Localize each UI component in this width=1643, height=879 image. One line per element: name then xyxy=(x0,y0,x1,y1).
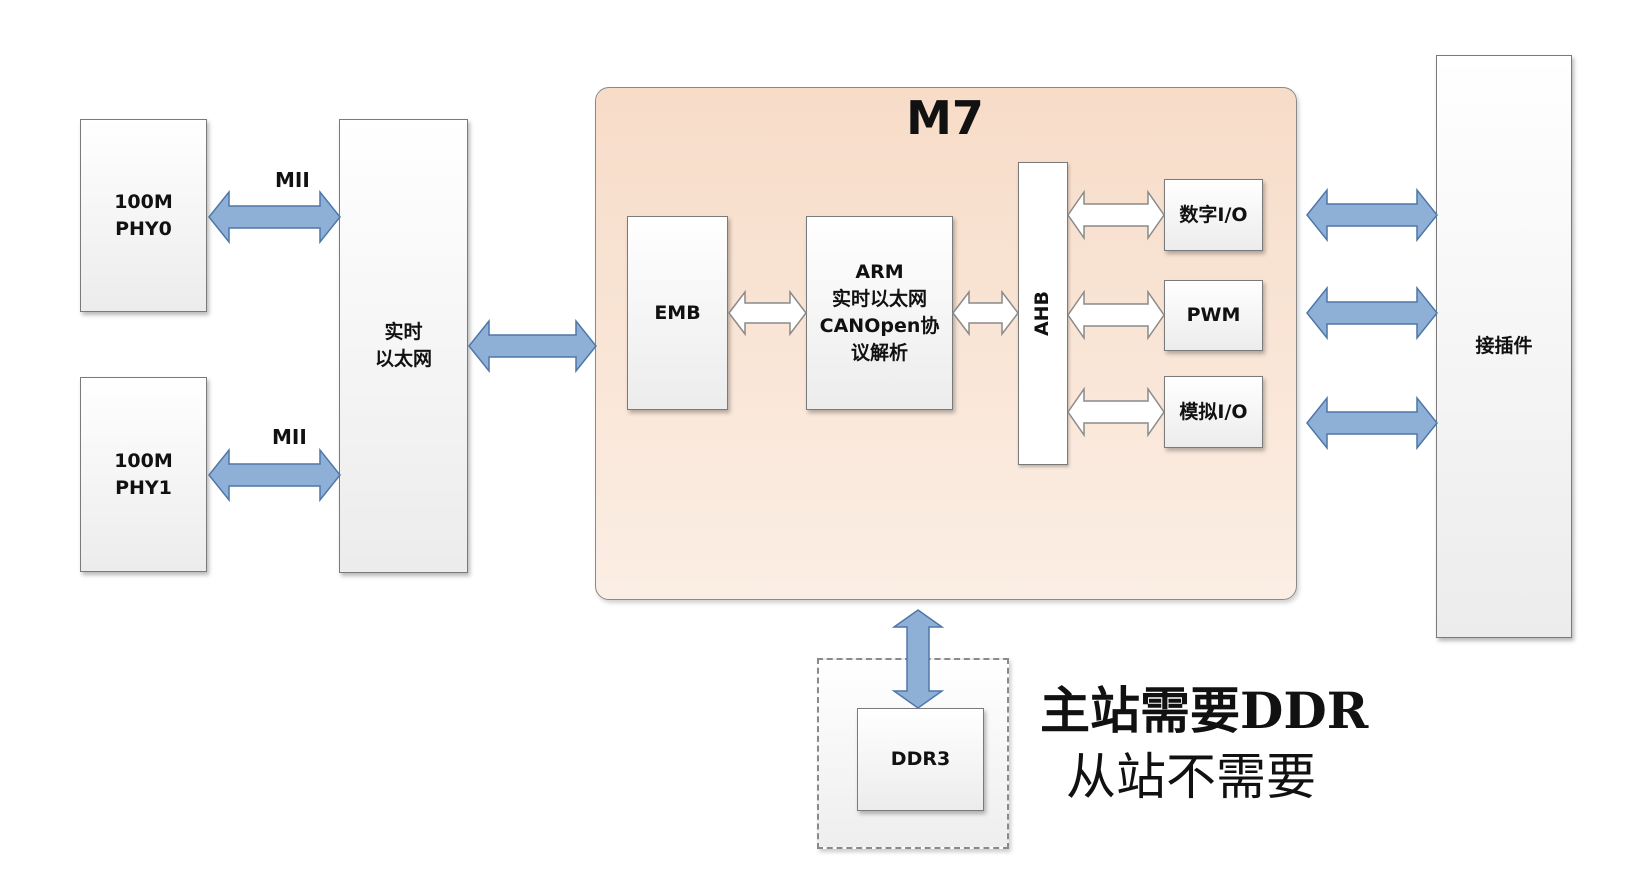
note-line-2: 从站不需要 xyxy=(1066,748,1316,806)
note-line-1: 主站需要DDR xyxy=(1040,681,1369,740)
connector-arrow-1 xyxy=(1306,187,1438,243)
digital-io-box: 数字I/O xyxy=(1164,179,1263,251)
ddr3-box: DDR3 xyxy=(857,708,984,811)
connector-box: 接插件 xyxy=(1436,55,1572,638)
arm-label: ARM 实时以太网 CANOpen协 议解析 xyxy=(819,261,940,364)
emb-label: EMB xyxy=(654,301,701,324)
pwm-label: PWM xyxy=(1186,304,1241,326)
mii-arrow-top xyxy=(208,189,341,245)
mii-label-bottom: MII xyxy=(272,425,307,449)
arm-box: ARM 实时以太网 CANOpen协 议解析 xyxy=(806,216,953,410)
phy1-box: 100M PHY1 xyxy=(80,377,207,572)
analog-io-box: 模拟I/O xyxy=(1164,376,1263,448)
phy1-label: 100M PHY1 xyxy=(114,449,173,499)
ddr3-label: DDR3 xyxy=(890,748,951,770)
mii-arrow-bottom xyxy=(208,447,341,503)
connector-label: 接插件 xyxy=(1475,335,1533,357)
analog-io-label: 模拟I/O xyxy=(1179,400,1248,423)
ddr-note: 主站需要DDR 从站不需要 xyxy=(1040,678,1400,810)
ahb-label: AHB xyxy=(1031,290,1054,337)
connector-arrow-3 xyxy=(1306,395,1438,451)
emb-box: EMB xyxy=(627,216,728,410)
phy0-label: 100M PHY0 xyxy=(114,190,173,240)
connector-arrow-2 xyxy=(1306,285,1438,341)
pwm-box: PWM xyxy=(1164,280,1263,351)
ethernet-m7-arrow xyxy=(468,318,597,374)
mii-label-top: MII xyxy=(275,168,310,192)
m7-title: M7 xyxy=(906,91,984,145)
realtime-ethernet-box: 实时 以太网 xyxy=(339,119,468,573)
ahb-bus-box: AHB xyxy=(1018,162,1068,465)
phy0-box: 100M PHY0 xyxy=(80,119,207,312)
realtime-ethernet-label: 实时 以太网 xyxy=(374,321,432,370)
digital-io-label: 数字I/O xyxy=(1179,203,1248,226)
